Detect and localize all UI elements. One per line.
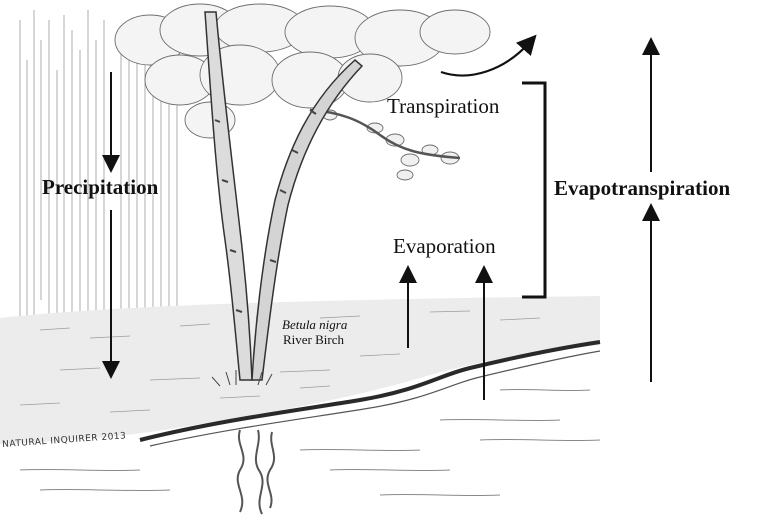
species-common-label: River Birch: [283, 332, 345, 347]
birch-tree: [114, 3, 491, 387]
species-latin-label: Betula nigra: [282, 317, 348, 332]
transpiration-arrow: [440, 34, 537, 77]
evaporation-arrows: [399, 265, 493, 400]
evapotranspiration-label: Evapotranspiration: [554, 176, 731, 200]
transpiration-label: Transpiration: [387, 94, 500, 118]
evaporation-label: Evaporation: [393, 234, 496, 258]
stream: [19, 340, 601, 515]
precipitation-label: Precipitation: [42, 175, 159, 199]
bracket: [522, 81, 547, 299]
